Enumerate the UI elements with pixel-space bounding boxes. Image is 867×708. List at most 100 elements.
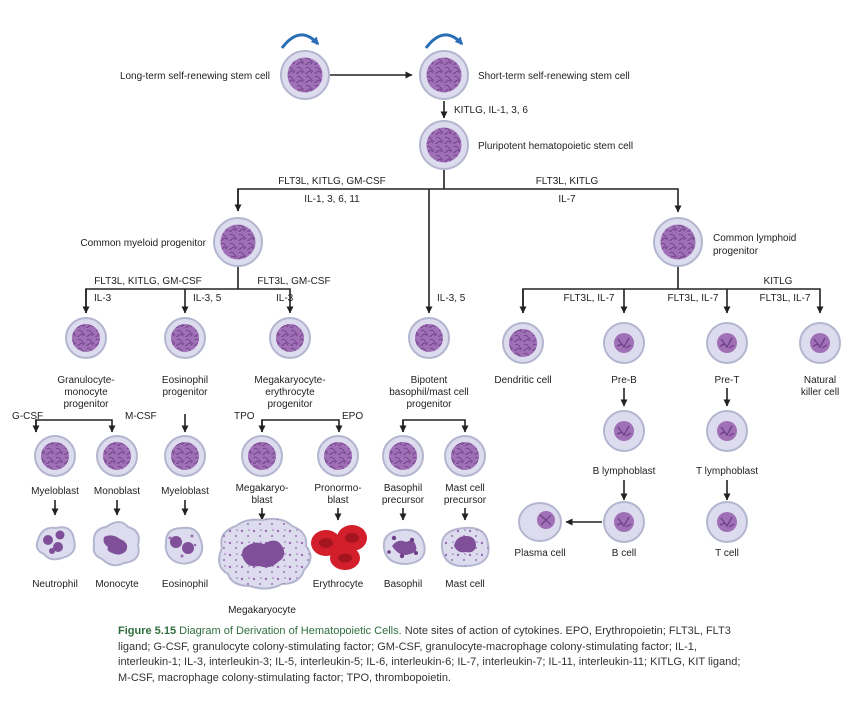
label-pre-b: Pre-B bbox=[611, 375, 637, 386]
eosinophil-cell bbox=[164, 526, 204, 565]
dendritic-cell bbox=[502, 322, 544, 364]
label-myeloblast-1: Myeloblast bbox=[31, 486, 79, 497]
label-mcsf: M-CSF bbox=[125, 411, 157, 422]
label-basophil: Basophil bbox=[384, 579, 422, 590]
label-plasma-cell: Plasma cell bbox=[514, 548, 565, 559]
myeloblast-cell-b bbox=[164, 435, 206, 477]
pluripotent-stem-cell bbox=[419, 120, 469, 170]
label-bmp-2: basophil/mast cell bbox=[389, 387, 468, 398]
label-il35-b: IL-3, 5 bbox=[437, 293, 466, 304]
label-monoblast: Monoblast bbox=[94, 486, 140, 497]
long-term-stem-cell bbox=[280, 50, 330, 100]
label-t-cell: T cell bbox=[715, 548, 739, 559]
label-left-branch-bottom: IL-1, 3, 6, 11 bbox=[304, 194, 360, 205]
pronormoblast-cell bbox=[317, 435, 359, 477]
self-renewal-arrow-st bbox=[424, 33, 464, 49]
label-gm-prog-1: Granulocyte- bbox=[57, 375, 114, 386]
mast-cell bbox=[440, 526, 490, 568]
label-flt3l-il7-c: FLT3L, IL-7 bbox=[760, 293, 811, 304]
label-megakaryoblast-2: blast bbox=[251, 495, 272, 506]
label-mep-1: Megakaryocyte- bbox=[254, 375, 325, 386]
basophil-precursor-cell bbox=[382, 435, 424, 477]
plasma-cell bbox=[518, 502, 562, 542]
label-mep-2: erythrocyte bbox=[265, 387, 315, 398]
label-eosinophil: Eosinophil bbox=[162, 579, 208, 590]
figure-caption: Figure 5.15 Diagram of Derivation of Hem… bbox=[118, 624, 748, 686]
label-flt3l-il7-b: FLT3L, IL-7 bbox=[668, 293, 719, 304]
figure-title: Diagram of Derivation of Hematopoietic C… bbox=[179, 625, 402, 637]
figure-label: Figure 5.15 bbox=[118, 625, 177, 637]
label-lt-stem: Long-term self-renewing stem cell bbox=[120, 71, 270, 82]
mep-cell bbox=[269, 317, 311, 359]
common-myeloid-progenitor-cell bbox=[213, 217, 263, 267]
label-st-stem: Short-term self-renewing stem cell bbox=[478, 71, 630, 82]
connector-lines bbox=[32, 71, 824, 526]
megakaryocyte-cell bbox=[218, 517, 312, 590]
natural-killer-cell bbox=[799, 322, 841, 364]
label-pluripotent: Pluripotent hematopoietic stem cell bbox=[478, 141, 633, 152]
self-renewal-arrow-lt bbox=[280, 33, 320, 49]
label-il3-a: IL-3 bbox=[94, 293, 112, 304]
short-term-stem-cell bbox=[419, 50, 469, 100]
label-monocyte: Monocyte bbox=[95, 579, 139, 590]
label-il3-b: IL-3 bbox=[276, 293, 294, 304]
erythrocyte-cells bbox=[311, 525, 367, 570]
megakaryoblast-cell bbox=[241, 435, 283, 477]
label-kitlg-il136: KITLG, IL-1, 3, 6 bbox=[454, 105, 528, 116]
gm-progenitor-cell bbox=[65, 317, 107, 359]
diagram-labels: Long-term self-renewing stem cell Short-… bbox=[12, 71, 839, 616]
label-bmp-1: Bipotent bbox=[411, 375, 448, 386]
label-il35-a: IL-3, 5 bbox=[193, 293, 222, 304]
label-epo: EPO bbox=[342, 411, 363, 422]
t-lymphoblast-cell bbox=[706, 410, 748, 452]
label-baso-precursor-1: Basophil bbox=[384, 483, 422, 494]
label-megakaryoblast-1: Megakaryo- bbox=[236, 483, 289, 494]
neutrophil-cell bbox=[35, 526, 76, 561]
monocyte-cell bbox=[92, 521, 140, 567]
label-pronormoblast-1: Pronormo- bbox=[314, 483, 361, 494]
label-left-branch-top: FLT3L, KITLG, GM-CSF bbox=[278, 176, 386, 187]
b-lymphoblast-cell bbox=[603, 410, 645, 452]
myeloblast-cell-a bbox=[34, 435, 76, 477]
mast-cell-precursor-cell bbox=[444, 435, 486, 477]
eosinophil-progenitor-cell bbox=[164, 317, 206, 359]
bipotent-progenitor-cell bbox=[408, 317, 450, 359]
label-t-lymphoblast: T lymphoblast bbox=[696, 466, 758, 477]
label-gm-prog-2: monocyte bbox=[64, 387, 108, 398]
label-mast-precursor-1: Mast cell bbox=[445, 483, 484, 494]
label-tpo: TPO bbox=[234, 411, 255, 422]
label-right-branch-top: FLT3L, KITLG bbox=[536, 176, 599, 187]
label-cmp-left-factors: FLT3L, KITLG, GM-CSF bbox=[94, 276, 202, 287]
label-baso-precursor-2: precursor bbox=[382, 495, 425, 506]
label-mast-cell: Mast cell bbox=[445, 579, 484, 590]
label-gcsf: G-CSF bbox=[12, 411, 43, 422]
monoblast-cell bbox=[96, 435, 138, 477]
label-dendritic: Dendritic cell bbox=[494, 375, 551, 386]
label-megakaryocyte: Megakaryocyte bbox=[228, 605, 296, 616]
label-pre-t: Pre-T bbox=[715, 375, 740, 386]
figure-caption-text: Note sites of action of cytokines. EPO, … bbox=[118, 625, 741, 684]
label-cmp: Common myeloid progenitor bbox=[80, 238, 206, 249]
label-eos-prog-1: Eosinophil bbox=[162, 375, 208, 386]
pre-t-cell bbox=[706, 322, 748, 364]
label-mep-3: progenitor bbox=[267, 399, 313, 410]
b-cell bbox=[603, 501, 645, 543]
t-cell bbox=[706, 501, 748, 543]
label-pronormoblast-2: blast bbox=[327, 495, 348, 506]
basophil-cell bbox=[382, 528, 426, 566]
pre-b-cell bbox=[603, 322, 645, 364]
label-gm-prog-3: progenitor bbox=[63, 399, 109, 410]
label-b-cell: B cell bbox=[612, 548, 636, 559]
common-lymphoid-progenitor-cell bbox=[653, 217, 703, 267]
label-nk-2: killer cell bbox=[801, 387, 839, 398]
label-eos-prog-2: progenitor bbox=[162, 387, 208, 398]
label-cmp-right-factors: FLT3L, GM-CSF bbox=[257, 276, 330, 287]
label-b-lymphoblast: B lymphoblast bbox=[593, 466, 656, 477]
label-nk-1: Natural bbox=[804, 375, 836, 386]
label-kitlg: KITLG bbox=[764, 276, 793, 287]
label-clp-1: Common lymphoid bbox=[713, 233, 796, 244]
label-erythrocyte: Erythrocyte bbox=[313, 579, 364, 590]
hematopoiesis-diagram: Long-term self-renewing stem cell Short-… bbox=[12, 33, 841, 616]
label-mast-precursor-2: precursor bbox=[444, 495, 487, 506]
label-myeloblast-2: Myeloblast bbox=[161, 486, 209, 497]
